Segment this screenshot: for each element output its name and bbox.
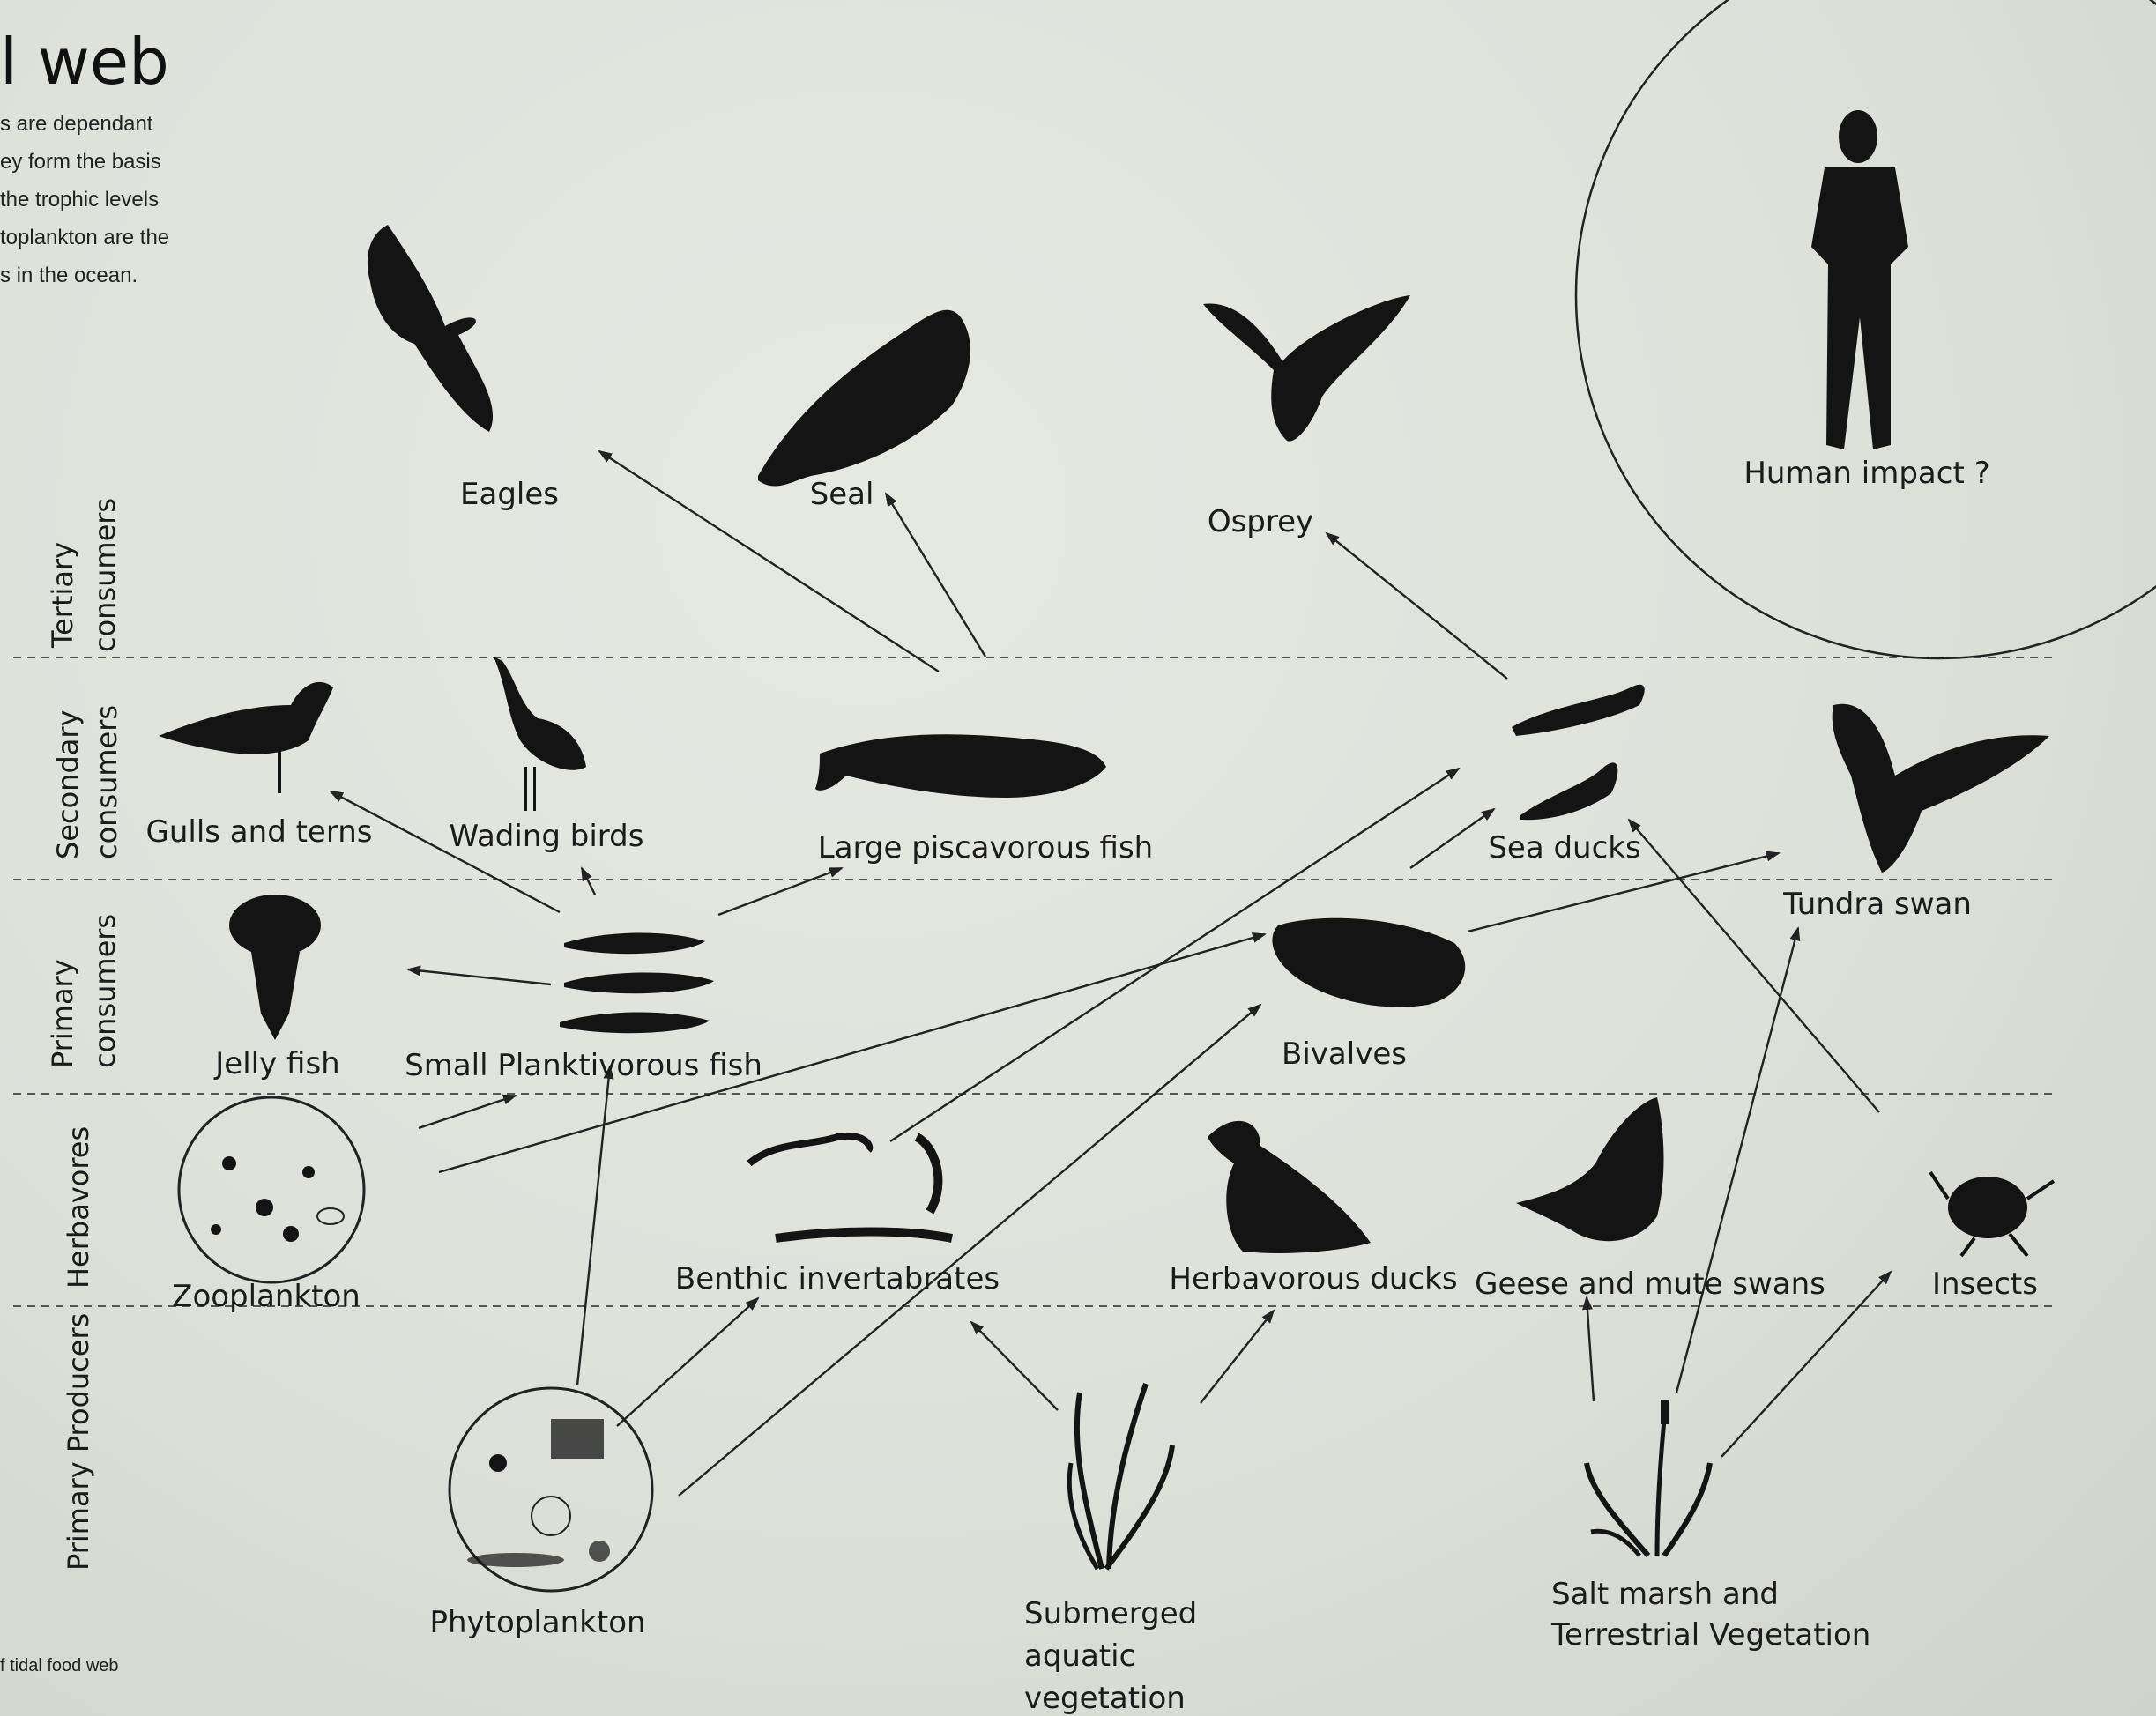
arrow-smallfish-to-jelly bbox=[408, 969, 551, 984]
arrow-insects-to-seaducks bbox=[1629, 820, 1879, 1112]
arrow-zoo-to-smallfish bbox=[419, 1096, 516, 1128]
label-gulls-terns: Gulls and terns bbox=[146, 814, 373, 850]
large-fish-icon bbox=[815, 734, 1106, 798]
arrow-fish-to-seal bbox=[886, 494, 985, 657]
figure-caption: f tidal food web bbox=[0, 1656, 119, 1675]
phytoplankton-icon bbox=[450, 1388, 652, 1591]
band-label-herbivores: Herbavores bbox=[62, 1126, 95, 1289]
label-eagles: Eagles bbox=[460, 477, 559, 512]
wading-bird-icon bbox=[494, 657, 586, 811]
label-wading-birds: Wading birds bbox=[450, 819, 644, 854]
arrow-smallfish-to-wading bbox=[582, 868, 595, 895]
submerged-vegetation-icon bbox=[1069, 1384, 1172, 1569]
intro-line: the trophic levels bbox=[0, 188, 159, 212]
label-salt-marsh: Terrestrial Vegetation bbox=[1550, 1617, 1870, 1653]
band-label-producers: Primary Producers bbox=[62, 1313, 95, 1571]
intro-line: s in the ocean. bbox=[0, 264, 138, 287]
arrow-saltmarsh-to-geese bbox=[1587, 1297, 1594, 1401]
arrow-sav-to-herbducks bbox=[1201, 1311, 1274, 1403]
label-phytoplankton: Phytoplankton bbox=[429, 1605, 645, 1640]
seal-icon bbox=[758, 310, 970, 487]
arrow-smallfish-to-largefish bbox=[718, 868, 842, 915]
herbivorous-duck-icon bbox=[1208, 1121, 1371, 1253]
salt-marsh-icon bbox=[1587, 1400, 1710, 1556]
small-fish-icon bbox=[560, 932, 714, 1033]
feeding-arrows bbox=[331, 451, 1891, 1496]
label-sav: vegetation bbox=[1024, 1681, 1186, 1716]
band-label-primary: Primary bbox=[46, 959, 79, 1068]
label-sea-ducks: Sea ducks bbox=[1488, 830, 1640, 865]
label-herbivorous-ducks: Herbavorous ducks bbox=[1169, 1261, 1457, 1296]
eagle-icon bbox=[368, 225, 493, 432]
label-zooplankton: Zooplankton bbox=[172, 1279, 361, 1314]
arrow-sav-to-benthic bbox=[971, 1322, 1058, 1410]
insect-icon bbox=[1930, 1172, 2054, 1256]
label-sav: aquatic bbox=[1024, 1638, 1135, 1674]
tundra-swan-icon bbox=[1833, 704, 2049, 873]
label-salt-marsh: Salt marsh and bbox=[1551, 1577, 1779, 1612]
bivalve-icon bbox=[1272, 918, 1465, 1007]
label-insects: Insects bbox=[1932, 1267, 2038, 1302]
intro-line: s are dependant bbox=[0, 112, 153, 136]
label-sav: Submerged bbox=[1024, 1596, 1197, 1631]
band-label-tertiary: Tertiary bbox=[46, 542, 79, 649]
osprey-icon bbox=[1203, 295, 1410, 442]
band-label-secondary: consumers bbox=[90, 705, 123, 859]
label-osprey: Osprey bbox=[1208, 504, 1313, 539]
zooplankton-icon bbox=[179, 1097, 364, 1282]
goose-icon bbox=[1516, 1097, 1664, 1241]
label-geese-swans: Geese and mute swans bbox=[1475, 1267, 1825, 1302]
arrow-phyto-to-benthic bbox=[617, 1298, 758, 1426]
label-tundra-swan: Tundra swan bbox=[1782, 887, 1972, 922]
sea-ducks-icon bbox=[1512, 685, 1645, 820]
intro-line: ey form the basis bbox=[0, 150, 161, 174]
arrow-bivalves-to-seaducks bbox=[1410, 809, 1494, 868]
intro-line: toplankton are the bbox=[0, 226, 169, 249]
label-seal: Seal bbox=[810, 477, 874, 512]
band-label-secondary: Secondary bbox=[51, 710, 85, 859]
label-human-impact: Human impact ? bbox=[1743, 456, 1989, 491]
diagram-title: l web bbox=[0, 25, 169, 99]
label-bivalves: Bivalves bbox=[1282, 1036, 1407, 1072]
gull-icon bbox=[159, 682, 333, 793]
label-benthic: Benthic invertabrates bbox=[675, 1261, 1000, 1296]
label-small-fish: Small Planktivorous fish bbox=[405, 1048, 762, 1083]
label-large-fish: Large piscavorous fish bbox=[818, 830, 1153, 865]
band-label-primary: consumers bbox=[88, 914, 122, 1068]
human-silhouette-icon bbox=[1811, 110, 1908, 449]
benthic-invertebrates-icon bbox=[749, 1136, 952, 1238]
arrow-phyto-to-smallfish bbox=[577, 1066, 610, 1385]
arrow-saltmarsh-to-tundraswan bbox=[1676, 928, 1798, 1393]
jellyfish-icon bbox=[229, 895, 321, 1040]
label-jelly-fish: Jelly fish bbox=[213, 1046, 339, 1081]
band-label-tertiary: consumers bbox=[88, 498, 122, 652]
